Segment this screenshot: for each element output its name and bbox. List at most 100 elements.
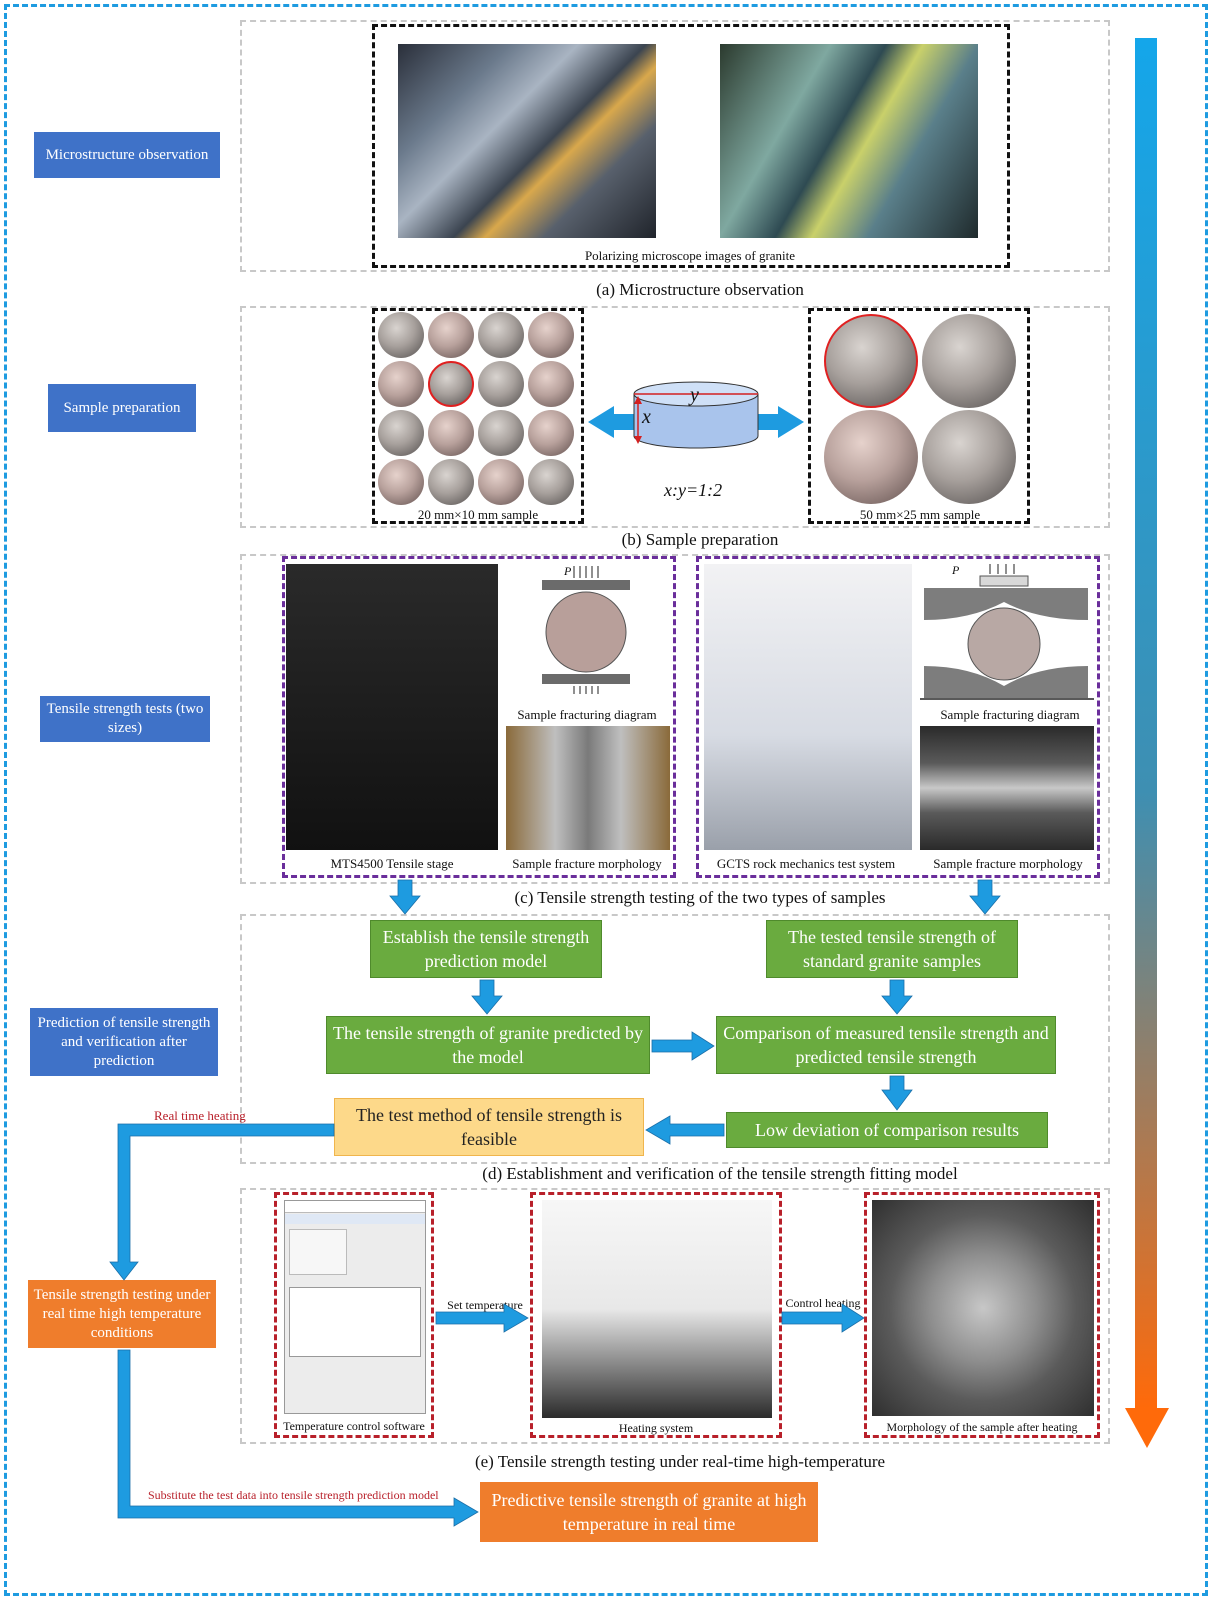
- arrow-deviation-to-feasible: [645, 1115, 725, 1145]
- large-sample-caption: 50 mm×25 mm sample: [859, 507, 981, 522]
- small-sample: [528, 410, 574, 456]
- process-gradient-arrow: [1125, 38, 1169, 1448]
- panel-b-caption: (b) Sample preparation: [621, 530, 779, 549]
- label-tensile-tests: Tensile strength tests (two sizes): [40, 696, 210, 742]
- fracturing-caption-left: Sample fracturing diagram: [517, 707, 657, 722]
- software-caption: Temperature control software: [283, 1419, 425, 1433]
- small-sample-grid: [378, 312, 578, 505]
- panel-e: [240, 1188, 1110, 1444]
- feasible-box: The test method of tensile strength is f…: [334, 1098, 644, 1156]
- mts-frame: [282, 556, 676, 878]
- arrow-substitute-data: [117, 1349, 479, 1527]
- final-prediction-box: Predictive tensile strength of granite a…: [480, 1482, 818, 1542]
- microscope-image-1: [398, 44, 656, 238]
- fracturing-diagram-left: [542, 566, 630, 694]
- label-microstructure: Microstructure observation: [34, 132, 220, 178]
- small-sample: [378, 312, 424, 358]
- real-time-heating-label: Real time heating: [154, 1108, 246, 1123]
- large-sample: [922, 314, 1016, 408]
- fracture-morphology-left: [506, 726, 670, 850]
- large-sample: [824, 410, 918, 504]
- cylinder-schematic: [588, 381, 804, 449]
- after-heating-frame: [864, 1192, 1100, 1438]
- mts4500-photo: [286, 564, 498, 850]
- arrow-real-time-heating: [109, 1123, 335, 1281]
- heating-frame: [530, 1192, 782, 1438]
- small-sample: [428, 459, 474, 505]
- dimension-y-label: y: [690, 384, 699, 406]
- morphology-caption-left: Sample fracture morphology: [512, 856, 662, 871]
- load-label-right: P: [952, 563, 960, 577]
- small-sample: [378, 459, 424, 505]
- arrow-comparison-to-deviation: [881, 1075, 913, 1111]
- large-samples-frame: [808, 308, 1030, 524]
- software-menubar: [285, 1214, 425, 1224]
- arrow-set-temperature: [435, 1303, 529, 1333]
- small-sample: [528, 361, 574, 407]
- after-heating-photo: [872, 1200, 1094, 1416]
- after-heating-caption: Morphology of the sample after heating: [886, 1420, 1078, 1434]
- ratio-label: x:y=1:2: [664, 480, 723, 500]
- microscope-images-frame: [372, 24, 1010, 268]
- small-sample: [478, 410, 524, 456]
- tested-strength-box: The tested tensile strength of standard …: [766, 920, 1018, 978]
- panel-a: [240, 20, 1110, 272]
- arrow-c-left-down: [389, 879, 421, 915]
- load-label-left: P: [564, 564, 572, 578]
- outer-frame: [4, 4, 1208, 1596]
- small-sample: [428, 410, 474, 456]
- morphology-caption-right: Sample fracture morphology: [933, 856, 1083, 871]
- software-table: [289, 1287, 421, 1357]
- arrow-tested-to-comparison: [881, 979, 913, 1015]
- gcts-caption: GCTS rock mechanics test system: [716, 856, 896, 871]
- arrow-predicted-to-comparison: [651, 1031, 715, 1061]
- gcts-photo: [704, 564, 912, 850]
- label-high-temperature: Tensile strength testing under real time…: [28, 1280, 216, 1348]
- heating-system-photo: [542, 1200, 772, 1418]
- small-sample: [528, 459, 574, 505]
- mts4500-caption: MTS4500 Tensile stage: [330, 856, 454, 871]
- gcts-frame: [696, 556, 1100, 878]
- arrow-c-right-down: [969, 879, 1001, 915]
- small-sample: [478, 459, 524, 505]
- panel-d-caption: (d) Establishment and verification of th…: [482, 1164, 958, 1183]
- large-sample: [922, 410, 1016, 504]
- low-deviation-box: Low deviation of comparison results: [726, 1112, 1048, 1148]
- small-sample: [478, 312, 524, 358]
- fracturing-diagram-right: [920, 564, 1094, 700]
- substitute-data-label: Substitute the test data into tensile st…: [148, 1488, 439, 1502]
- software-frame: [274, 1192, 434, 1438]
- small-sample: [428, 312, 474, 358]
- small-sample: [378, 361, 424, 407]
- small-sample-highlighted: [428, 361, 474, 407]
- fracturing-caption-right: Sample fracturing diagram: [940, 707, 1080, 722]
- predicted-strength-box: The tensile strength of granite predicte…: [326, 1016, 650, 1074]
- label-prediction: Prediction of tensile strength and verif…: [30, 1008, 218, 1076]
- small-sample-caption: 20 mm×10 mm sample: [417, 507, 539, 522]
- label-sample-preparation: Sample preparation: [48, 384, 196, 432]
- panel-c: [240, 554, 1110, 884]
- small-samples-frame: [372, 308, 584, 524]
- panel-e-caption: (e) Tensile strength testing under real-…: [474, 1452, 886, 1471]
- comparison-box: Comparison of measured tensile strength …: [716, 1016, 1056, 1074]
- large-sample-highlighted: [824, 314, 918, 408]
- small-sample: [528, 312, 574, 358]
- temperature-software-screenshot: [284, 1200, 426, 1414]
- heating-caption: Heating system: [618, 1421, 694, 1435]
- establish-model-box: Establish the tensile strength predictio…: [370, 920, 602, 978]
- microscope-image-2: [720, 44, 978, 238]
- dimension-x-label: x: [642, 406, 651, 428]
- panel-a-caption: (a) Microstructure observation: [596, 280, 804, 299]
- arrow-control-heating: [781, 1303, 865, 1333]
- software-titlebar: [285, 1201, 425, 1213]
- panel-b: [240, 306, 1110, 528]
- panel-d: [240, 914, 1110, 1164]
- microscope-caption: Polarizing microscope images of granite: [584, 248, 796, 263]
- arrow-establish-to-predicted: [471, 979, 503, 1015]
- software-control-group: [289, 1229, 347, 1275]
- panel-c-caption: (c) Tensile strength testing of the two …: [514, 888, 886, 907]
- small-sample: [378, 410, 424, 456]
- fracture-morphology-right: [920, 726, 1094, 850]
- small-sample: [478, 361, 524, 407]
